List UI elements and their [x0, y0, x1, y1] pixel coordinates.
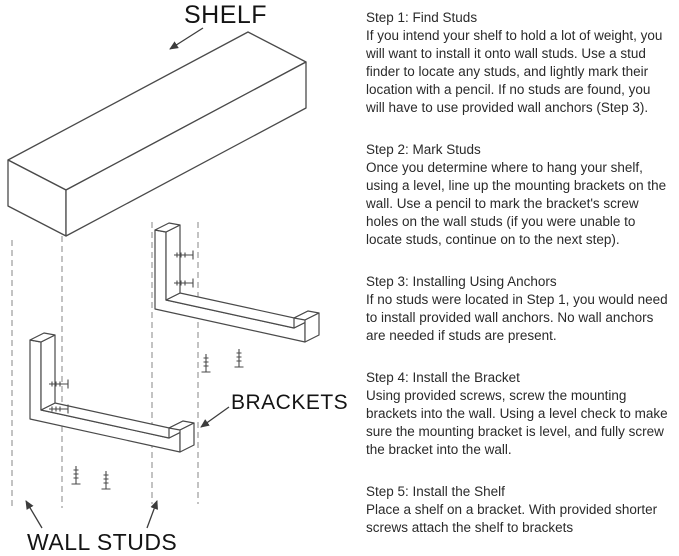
- step-title: Step 2: Mark Studs: [366, 142, 481, 157]
- step-3: Step 3: Installing Using Anchors If no s…: [366, 273, 672, 345]
- step-title: Step 1: Find Studs: [366, 10, 478, 25]
- screw-icon: [49, 404, 69, 414]
- screw-icon: [71, 466, 81, 485]
- wall-studs-arrow-right: [146, 500, 158, 529]
- instructions-panel: Step 1: Find Studs If you intend your sh…: [366, 9, 672, 537]
- screw-icon: [201, 354, 211, 373]
- brackets-label: BRACKETS: [231, 391, 349, 414]
- step-title: Step 3: Installing Using Anchors: [366, 274, 557, 289]
- screw-icon: [101, 471, 111, 490]
- step-2: Step 2: Mark Studs Once you determine wh…: [366, 141, 672, 249]
- bracket-lip-outer: [179, 422, 195, 453]
- wall-stud-lines: [11, 222, 199, 508]
- step-5: Step 5: Install the Shelf Place a shelf …: [366, 483, 672, 537]
- step-body: If no studs were located in Step 1, you …: [366, 292, 668, 343]
- step-body: Once you determine where to hang your sh…: [366, 160, 667, 247]
- screw-icon: [49, 379, 69, 389]
- step-body: Place a shelf on a bracket. With provide…: [366, 502, 658, 535]
- shelf-front-face: [65, 61, 307, 237]
- step-1: Step 1: Find Studs If you intend your sh…: [366, 9, 672, 117]
- bracket-lip-outer: [304, 312, 320, 343]
- screw-icon: [174, 278, 194, 288]
- wall-studs-arrow-left: [25, 500, 43, 529]
- shelf-arrow: [169, 27, 204, 50]
- bracket-plate-cap: [29, 332, 56, 343]
- upper-bracket-drawing: [154, 222, 320, 343]
- diagram-canvas: [7, 27, 320, 529]
- shelf-label: SHELF: [184, 1, 268, 29]
- step-title: Step 5: Install the Shelf: [366, 484, 505, 499]
- screw-icon: [174, 250, 194, 260]
- bracket-plate-cap: [154, 222, 181, 233]
- step-body: If you intend your shelf to hold a lot o…: [366, 28, 663, 115]
- step-body: Using provided screws, screw the mountin…: [366, 388, 668, 457]
- brackets-arrow: [200, 406, 230, 428]
- label-arrows: [25, 27, 230, 529]
- step-title: Step 4: Install the Bracket: [366, 370, 520, 385]
- shelf-installation-diagram: SHELF BRACKETS WALL STUDS: [7, 1, 349, 555]
- lower-bracket-drawing: [29, 332, 195, 453]
- wall-studs-label: WALL STUDS: [27, 529, 178, 555]
- bracket-plate-face: [40, 334, 56, 411]
- screws: [49, 250, 244, 490]
- bracket-plate-face: [165, 224, 181, 301]
- screw-icon: [234, 349, 244, 368]
- step-4: Step 4: Install the Bracket Using provid…: [366, 369, 672, 459]
- shelf-drawing: [7, 31, 307, 237]
